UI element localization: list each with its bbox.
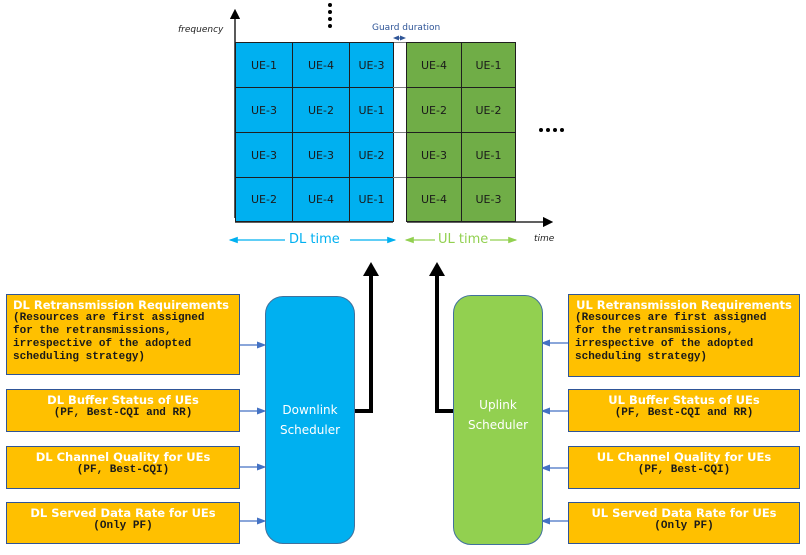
dl-cell: UE-4: [292, 42, 350, 88]
ul-served-data-rate-title: UL Served Data Rate for UEs: [591, 506, 777, 520]
ul-channel-quality-title: UL Channel Quality for UEs: [596, 450, 772, 464]
ul-buffer-status-box: UL Buffer Status of UEs (PF, Best-CQI an…: [568, 389, 800, 432]
dl-cell: UE-2: [349, 132, 394, 178]
time-axis-label: time: [534, 234, 555, 244]
dl-channel-quality-subtitle: (PF, Best-CQI): [76, 464, 170, 476]
uplink-scheduler: Uplink Scheduler: [453, 295, 543, 545]
dl-cell: UE-3: [292, 132, 350, 178]
ul-output-arrow: [435, 275, 453, 413]
dl-buffer-status-subtitle: (PF, Best-CQI and RR): [53, 407, 193, 419]
dl-cell: UE-3: [235, 87, 293, 133]
dl-served-data-rate-title: DL Served Data Rate for UEs: [30, 506, 216, 520]
dl-cell: UE-2: [235, 177, 293, 222]
dl-channel-quality-box: DL Channel Quality for UEs (PF, Best-CQI…: [6, 446, 240, 489]
ul-retransmission-title: UL Retransmission Requirements: [576, 298, 792, 312]
guard-duration-label: Guard duration: [372, 23, 441, 33]
dl-served-data-rate-box: DL Served Data Rate for UEs (Only PF): [6, 502, 240, 544]
dl-buffer-status-box: DL Buffer Status of UEs (PF, Best-CQI an…: [6, 389, 240, 432]
guard-row-divider: [393, 87, 407, 88]
ul-buffer-status-subtitle: (PF, Best-CQI and RR): [614, 407, 754, 419]
ul-cell: UE-4: [406, 177, 462, 222]
dl-retransmission-box: DL Retransmission Requirements (Resource…: [6, 294, 240, 375]
dl-served-data-rate-subtitle: (Only PF): [93, 520, 153, 532]
downlink-scheduler: Downlink Scheduler: [265, 296, 355, 544]
dl-retransmission-title: DL Retransmission Requirements: [13, 298, 229, 312]
dl-cell: UE-1: [235, 42, 293, 88]
ul-retransmission-box: UL Retransmission Requirements (Resource…: [568, 294, 800, 377]
ul-cell: UE-3: [406, 132, 462, 178]
dl-cell: UE-3: [235, 132, 293, 178]
dl-cell: UE-3: [349, 42, 394, 88]
dl-output-arrowhead: [363, 262, 379, 276]
ul-output-arrowhead: [429, 262, 445, 276]
dl-cell: UE-1: [349, 87, 394, 133]
dl-cell: UE-4: [292, 177, 350, 222]
ul-cell: UE-3: [461, 177, 516, 222]
ul-cell: UE-4: [406, 42, 462, 88]
ul-channel-quality-subtitle: (PF, Best-CQI): [637, 464, 731, 476]
guard-row-divider: [393, 132, 407, 133]
ul-time-label: UL time: [438, 232, 489, 247]
vertical-ellipsis-icon: [328, 3, 332, 28]
dl-output-arrow: [355, 275, 373, 413]
downlink-scheduler-label-1: Downlink: [282, 403, 338, 417]
ul-channel-quality-box: UL Channel Quality for UEs (PF, Best-CQI…: [568, 446, 800, 489]
ul-served-data-rate-box: UL Served Data Rate for UEs (Only PF): [568, 502, 800, 544]
dl-buffer-status-title: DL Buffer Status of UEs: [47, 393, 199, 407]
ul-retransmission-subtitle: (Resources are first assigned for the re…: [575, 312, 767, 363]
frequency-axis-label: frequency: [178, 25, 224, 35]
downlink-scheduler-label-2: Scheduler: [279, 423, 341, 437]
guard-row-divider: [393, 177, 407, 178]
dl-retransmission-subtitle: (Resources are first assigned for the re…: [13, 312, 205, 363]
horizontal-ellipsis-icon: [539, 128, 564, 132]
dl-cell: UE-2: [292, 87, 350, 133]
dl-cell: UE-1: [349, 177, 394, 222]
dl-channel-quality-title: DL Channel Quality for UEs: [35, 450, 211, 464]
ul-served-data-rate-subtitle: (Only PF): [654, 520, 714, 532]
ul-cell: UE-1: [461, 132, 516, 178]
dl-time-label: DL time: [289, 232, 340, 247]
ul-cell: UE-2: [461, 87, 516, 133]
uplink-scheduler-label-1: Uplink: [479, 398, 517, 412]
ul-buffer-status-title: UL Buffer Status of UEs: [608, 393, 760, 407]
uplink-scheduler-label-2: Scheduler: [467, 418, 529, 432]
ul-cell: UE-2: [406, 87, 462, 133]
ul-cell: UE-1: [461, 42, 516, 88]
